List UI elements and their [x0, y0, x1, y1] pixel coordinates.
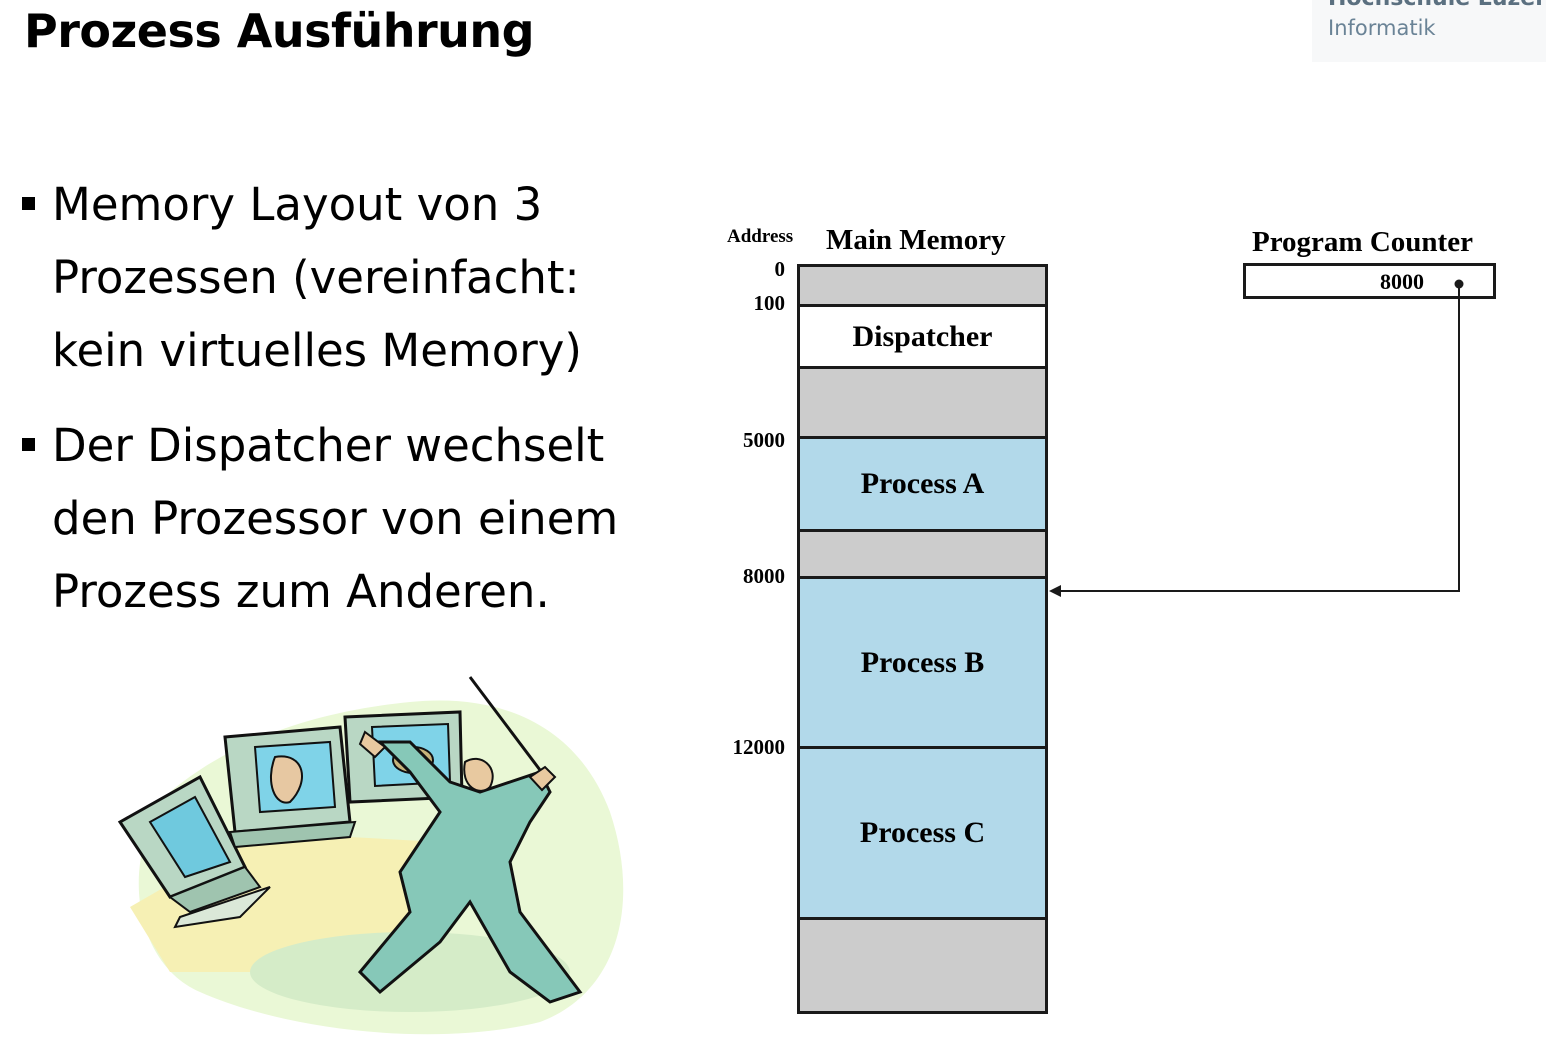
conductor-clipart — [117, 676, 624, 1035]
program-counter-header: Program Counter — [1252, 226, 1473, 258]
logo: Hochschule Luzern Informatik — [1312, 0, 1546, 62]
dispatcher-segment: Dispatcher — [800, 304, 1045, 369]
bullet-text: Memory Layout von 3 Prozessen (vereinfac… — [52, 178, 582, 377]
bullet-item: Der Dispatcher wechselt den Prozessor vo… — [20, 409, 660, 628]
address-label: 5000 — [743, 428, 785, 452]
arrowhead-icon — [1049, 585, 1061, 597]
pointer-line — [1060, 284, 1460, 592]
main-memory-header: Main Memory — [826, 224, 1006, 256]
slide-title: Prozess Ausführung — [24, 4, 535, 58]
conductor-figure-icon — [357, 676, 583, 1004]
main-memory-block: Dispatcher Process A Process B Process C — [797, 264, 1048, 1014]
address-label: 100 — [753, 291, 786, 315]
address-header: Address — [727, 226, 794, 247]
bullet-square-icon — [22, 197, 35, 210]
bullet-item: Memory Layout von 3 Prozessen (vereinfac… — [20, 168, 660, 387]
logo-line-1: Hochschule Luzern — [1328, 0, 1546, 11]
bullet-square-icon — [22, 438, 35, 451]
program-counter-value: 8000 — [1380, 269, 1424, 294]
process-a-segment: Process A — [800, 436, 1045, 532]
program-counter-box — [1243, 263, 1496, 299]
process-c-segment: Process C — [800, 746, 1045, 920]
logo-line-2: Informatik — [1328, 16, 1436, 40]
monitor-left-icon — [117, 774, 271, 929]
bullet-list: Memory Layout von 3 Prozessen (vereinfac… — [20, 168, 660, 650]
monitor-middle-icon — [223, 725, 357, 849]
address-label: 0 — [774, 257, 786, 281]
address-label: 8000 — [743, 564, 785, 588]
bullet-text: Der Dispatcher wechselt den Prozessor vo… — [52, 419, 619, 618]
address-label: 12000 — [732, 735, 786, 759]
